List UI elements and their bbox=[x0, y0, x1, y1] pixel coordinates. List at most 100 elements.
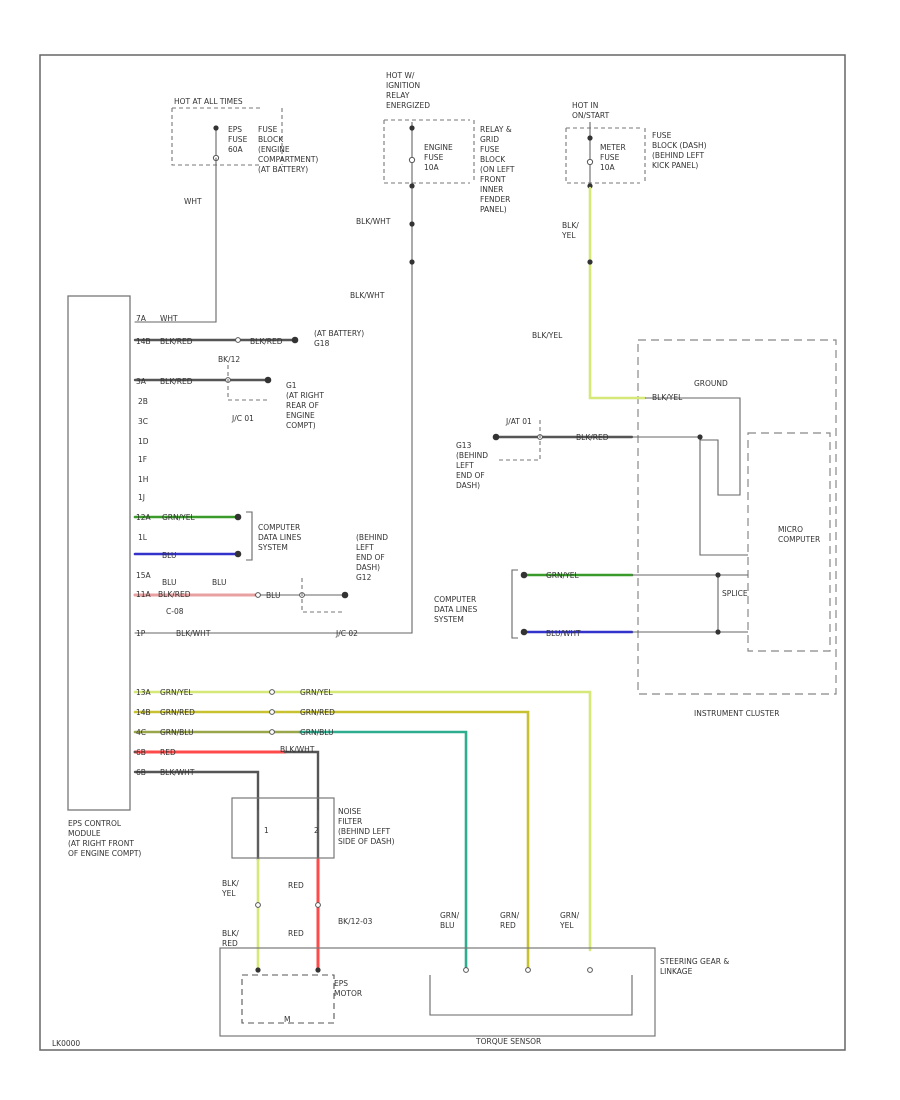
bk12-label: BK/12 bbox=[218, 355, 240, 364]
torque-sensor-bracket bbox=[429, 975, 633, 1016]
blk-wht-bottom-label: BLK/WHT bbox=[176, 629, 211, 638]
wht-wire bbox=[134, 157, 217, 323]
grn-red-torque-wire bbox=[133, 710, 530, 970]
blk-wht-label-6b: BLK/WHT bbox=[160, 768, 195, 777]
meter-fuse-block bbox=[565, 122, 646, 189]
grn-yel-label-r: GRN/YEL bbox=[300, 688, 333, 697]
ic-ground-label: GROUND bbox=[694, 379, 728, 388]
blk-yel-meter-wire bbox=[588, 186, 647, 400]
pin-3a: 3A bbox=[136, 377, 147, 386]
instrument-cluster-label: INSTRUMENT CLUSTER bbox=[694, 709, 779, 718]
grn-red-vert-label: GRN/RED bbox=[500, 911, 520, 930]
c08-label: C-08 bbox=[166, 607, 184, 616]
grn-yel-vert-label: GRN/YEL bbox=[559, 911, 580, 930]
micro-computer-box bbox=[747, 432, 831, 652]
jat01-label: J/AT 01 bbox=[505, 417, 532, 426]
blu-label-c: BLU bbox=[266, 591, 280, 600]
grn-blu-label: GRN/BLU bbox=[160, 728, 194, 737]
splice-label: SPLICE bbox=[722, 589, 748, 598]
eps-control-module-box bbox=[67, 295, 131, 811]
motor-m-label: M bbox=[284, 1015, 290, 1024]
ic-blk-red-label: BLK/RED bbox=[576, 433, 609, 442]
pin-13a: 13A bbox=[136, 688, 152, 697]
ground-g18-label: (AT BATTERY)G18 bbox=[314, 329, 364, 348]
diagram-frame bbox=[39, 54, 846, 1051]
red-lower-label: RED bbox=[288, 881, 304, 890]
torque-sensor-label: TORQUE SENSOR bbox=[475, 1037, 541, 1046]
blk-red-label-e: BLK/RED bbox=[250, 337, 283, 346]
instrument-cluster-box bbox=[637, 339, 837, 695]
blk-red-bottom-label: BLK/RED bbox=[222, 929, 239, 948]
pin-11a: 11A bbox=[136, 590, 152, 599]
bk12-03-label: BK/12-03 bbox=[338, 917, 373, 926]
blk-yel-vert-label: BLK/YEL bbox=[561, 221, 579, 240]
ic-grn-yel-label: GRN/YEL bbox=[546, 571, 579, 580]
wht-pin-label: WHT bbox=[160, 314, 178, 323]
ic-blk-yel-label: BLK/YEL bbox=[652, 393, 683, 402]
blk-red-label-3a: BLK/RED bbox=[160, 377, 193, 386]
pin-14b: 14B bbox=[136, 337, 151, 346]
blk-red-label-top: BLK/RED bbox=[160, 337, 193, 346]
blk-yel-lower-label: BLK/YEL bbox=[221, 879, 239, 898]
grn-blu-vert-label: GRN/BLU bbox=[440, 911, 460, 930]
grn-yel-label-13a: GRN/YEL bbox=[160, 688, 193, 697]
blk-wht-ign-wire bbox=[134, 187, 413, 634]
grn-yel-label-12a: GRN/YEL bbox=[162, 513, 195, 522]
noise-filter-box bbox=[231, 797, 335, 859]
pin-7a: 7A bbox=[136, 314, 147, 323]
grn-blu-label-r: GRN/BLU bbox=[300, 728, 334, 737]
pin-15a: 15A bbox=[136, 571, 152, 580]
pin-1p: 1P bbox=[136, 629, 146, 638]
blk-motor-wire-1 bbox=[133, 770, 260, 862]
pin-1j: 1J bbox=[138, 493, 145, 502]
red-bottom-label: RED bbox=[288, 929, 304, 938]
eps-motor-box bbox=[241, 974, 335, 1024]
eps-hot-label: HOT AT ALL TIMES bbox=[174, 97, 243, 106]
pin-14b-lower: 14B bbox=[136, 708, 151, 717]
jc01-label: J/C 01 bbox=[231, 414, 254, 423]
pin-12a: 12A bbox=[136, 513, 152, 522]
noise-filter-pin-2: 2 bbox=[314, 826, 319, 835]
wht-wire-label: WHT bbox=[184, 197, 202, 206]
pin-6b: 6B bbox=[136, 748, 146, 757]
steering-gear-box bbox=[219, 947, 656, 1037]
red-wire-label: RED bbox=[160, 748, 176, 757]
pin-2b: 2B bbox=[138, 397, 148, 406]
pin-1l: 1L bbox=[138, 533, 148, 542]
blu-label-a: BLU bbox=[162, 578, 176, 587]
grn-blu-torque-wire-b bbox=[298, 730, 468, 970]
pin-1f: 1F bbox=[138, 455, 147, 464]
ignition-fuse-block bbox=[383, 119, 475, 189]
grn-red-label-r: GRN/RED bbox=[300, 708, 335, 717]
ic-blu-wht-label: BLU/WHT bbox=[546, 629, 581, 638]
pin-4c: 4C bbox=[136, 728, 146, 737]
blk-wht-label-1: BLK/WHT bbox=[356, 217, 391, 226]
blu-wht-label-1l: BLU bbox=[162, 551, 176, 560]
jc02-label: J/C 02 bbox=[335, 629, 358, 638]
pin-3c: 3C bbox=[138, 417, 148, 426]
steering-gear-label: STEERING GEAR &LINKAGE bbox=[660, 957, 729, 976]
blk-wht-label-2: BLK/WHT bbox=[350, 291, 385, 300]
blk-red-label-11a: BLK/RED bbox=[158, 590, 191, 599]
blu-label-b: BLU bbox=[212, 578, 226, 587]
blk-wht-mid-label: BLK/WHT bbox=[280, 745, 315, 754]
footer-code: LK0000 bbox=[52, 1039, 80, 1048]
blk-yel-label: BLK/YEL bbox=[532, 331, 563, 340]
blk-motor-wire-2 bbox=[283, 750, 320, 862]
